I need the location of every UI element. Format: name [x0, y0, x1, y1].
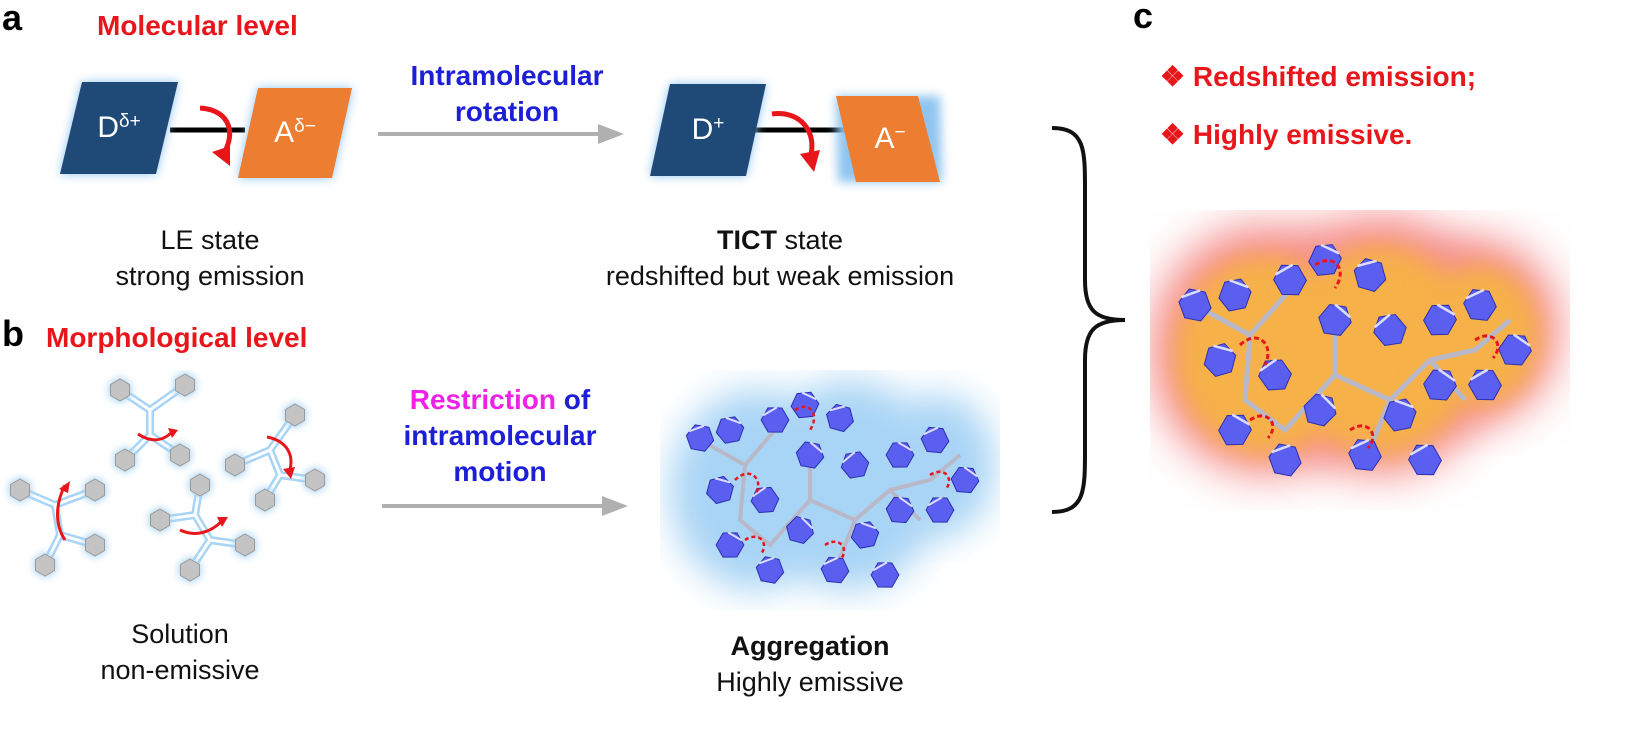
of-word: of — [556, 384, 591, 415]
morphological-level-title: Morphological level — [46, 322, 308, 353]
solution-molecule-2 — [224, 402, 326, 513]
curly-brace — [1051, 126, 1126, 514]
solution-molecule-4 — [149, 472, 256, 583]
redshifted-cluster — [1150, 215, 1560, 483]
tict-bold: TICT — [716, 225, 777, 255]
arrow-a — [378, 124, 624, 144]
le-donor-box — [60, 82, 178, 174]
bullet-highly-emissive: ❖ Highly emissive. — [1160, 118, 1412, 151]
solution-molecule-3 — [9, 477, 106, 578]
bullet-redshifted: ❖ Redshifted emission; — [1160, 60, 1476, 93]
le-caption-line1: LE state — [160, 225, 260, 255]
solution-molecule-1 — [109, 372, 196, 473]
panel-letter-c: c — [1133, 0, 1154, 36]
tict-state-caption: TICT state redshifted but weak emission — [575, 222, 985, 294]
arrow-b-label-line1: Restriction of — [370, 382, 630, 418]
tict-molecule-drawing — [650, 84, 942, 182]
panel-letter-b: b — [2, 313, 24, 354]
le-molecule-drawing — [60, 82, 352, 178]
tict-rotation-arrow — [771, 111, 815, 159]
bullet1-text: Redshifted emission; — [1192, 61, 1477, 92]
arrow-b-label-line3: motion — [453, 456, 547, 487]
aggregation-cluster — [670, 380, 995, 595]
diamond-bullet-icon: ❖ — [1160, 119, 1186, 150]
aggregation-line2: Highly emissive — [716, 667, 904, 697]
tict-caption-line2: redshifted but weak emission — [605, 261, 955, 291]
arrow-b — [382, 496, 628, 516]
molecular-level-title: Molecular level — [97, 10, 298, 41]
intramolecular-rotation-label: Intramolecular rotation — [382, 58, 632, 130]
aggregation-caption: Aggregation Highly emissive — [660, 628, 960, 700]
tict-acceptor-box — [836, 96, 940, 182]
arrow-b-label-line2: intramolecular — [403, 420, 597, 451]
diamond-bullet-icon: ❖ — [1160, 61, 1186, 92]
arrow-a-label-line1: Intramolecular — [410, 60, 604, 91]
aggregation-line1: Aggregation — [730, 631, 890, 661]
le-acceptor-box — [238, 88, 352, 178]
restriction-label: Restriction of intramolecular motion — [370, 382, 630, 490]
solution-line2: non-emissive — [100, 655, 260, 685]
solution-caption: Solution non-emissive — [60, 616, 300, 688]
bullet2-text: Highly emissive. — [1192, 119, 1413, 150]
arrow-a-label-line2: rotation — [454, 96, 560, 127]
tict-donor-box — [650, 84, 766, 176]
le-state-caption: LE state strong emission — [60, 222, 360, 294]
tict-state-molecule: D+ A− — [650, 76, 970, 206]
tict-caption-line1: TICT state — [575, 222, 985, 258]
panel-letter-a: a — [2, 0, 23, 38]
tict-rest: state — [776, 225, 844, 255]
le-caption-line2: strong emission — [115, 261, 305, 291]
solution-molecules — [0, 370, 345, 590]
solution-line1: Solution — [131, 619, 229, 649]
tict-acceptor-label: A− — [874, 122, 906, 155]
restriction-word: Restriction — [409, 384, 557, 415]
tict-donor-label: D+ — [691, 113, 725, 146]
